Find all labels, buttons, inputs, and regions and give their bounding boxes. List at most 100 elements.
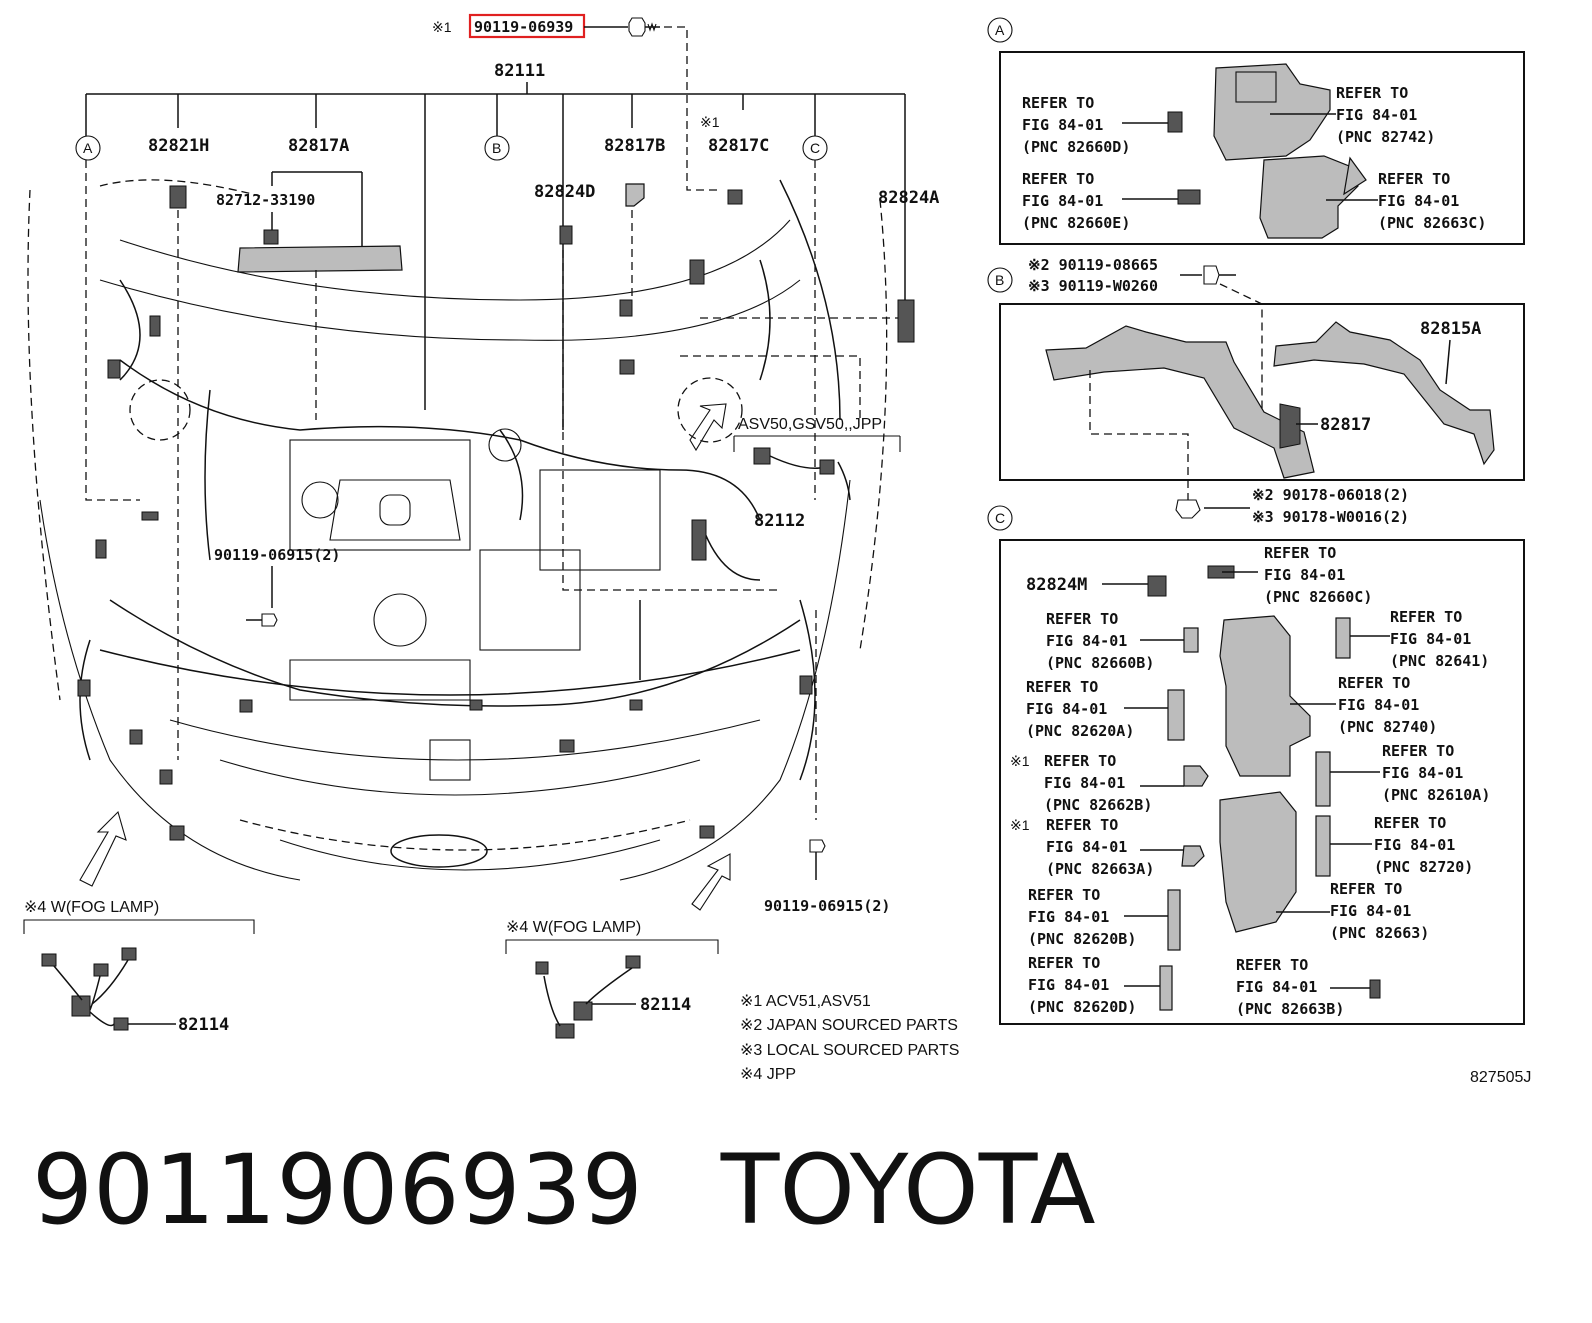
label-82817A[interactable]: 82817A <box>288 136 349 156</box>
svg-text:A: A <box>83 140 93 156</box>
clamp-82817C <box>727 189 743 205</box>
label-82817B[interactable]: 82817B <box>604 136 665 156</box>
svg-text:FIG 84-01: FIG 84-01 <box>1336 106 1417 124</box>
harness-82112 <box>753 447 851 501</box>
mark-82817C: ※1 <box>700 114 720 130</box>
box-c-ref-82610A[interactable]: REFER TO FIG 84-01 (PNC 82610A) <box>1382 742 1490 804</box>
highlight-mark: ※1 <box>432 19 452 35</box>
label-82824M[interactable]: 82824M <box>1026 575 1087 595</box>
protector-82817A <box>237 245 403 273</box>
box-b-bolt-line-2[interactable]: ※3 90119-W0260 <box>1028 277 1158 295</box>
box-c-ref-82660C[interactable]: REFER TO FIG 84-01 (PNC 82660C) <box>1264 544 1372 606</box>
svg-text:REFER TO: REFER TO <box>1046 816 1118 834</box>
box-c-ref-82662B[interactable]: REFER TO FIG 84-01 (PNC 82662B) <box>1044 752 1152 814</box>
box-c-ref-82663B[interactable]: REFER TO FIG 84-01 (PNC 82663B) <box>1236 956 1344 1018</box>
engine-bay-illustration <box>27 160 898 911</box>
svg-text:REFER TO: REFER TO <box>1382 742 1454 760</box>
svg-text:REFER TO: REFER TO <box>1028 954 1100 972</box>
svg-text:(PNC 82610A): (PNC 82610A) <box>1382 786 1490 804</box>
label-82815A[interactable]: 82815A <box>1420 319 1481 339</box>
svg-text:REFER TO: REFER TO <box>1026 678 1098 696</box>
box-c-mark-2: ※1 <box>1010 817 1030 833</box>
svg-text:(PNC 82641): (PNC 82641) <box>1390 652 1489 670</box>
box-b-clip-line-2[interactable]: ※3 90178-W0016(2) <box>1252 508 1409 526</box>
svg-text:C: C <box>810 140 820 156</box>
label-82824A[interactable]: 82824A <box>878 188 939 208</box>
detail-box-a <box>999 51 1525 245</box>
harness-82114-right <box>535 955 641 1039</box>
box-a-ref-4[interactable]: REFER TO FIG 84-01 (PNC 82663C) <box>1378 170 1486 232</box>
harness-label-tree: 82111 <box>85 61 906 430</box>
bolt-icon-right <box>809 839 826 880</box>
label-82114-left[interactable]: 82114 <box>178 1015 229 1035</box>
label-fog-lamp-left: ※4 W(FOG LAMP) <box>24 899 159 916</box>
footer-part-number: 9011906939 <box>32 1134 643 1246</box>
svg-text:REFER TO: REFER TO <box>1044 752 1116 770</box>
svg-text:(PNC 82740): (PNC 82740) <box>1338 718 1437 736</box>
box-b-bolt-line-1[interactable]: ※2 90119-08665 <box>1028 256 1158 274</box>
svg-text:REFER TO: REFER TO <box>1028 886 1100 904</box>
box-c-ref-82620B[interactable]: REFER TO FIG 84-01 (PNC 82620B) <box>1028 886 1136 948</box>
clip-82824D <box>559 225 573 245</box>
box-a-ref-1[interactable]: REFER TO FIG 84-01 (PNC 82660D) <box>1022 94 1130 156</box>
label-asv50: ASV50,GSV50,,JPP <box>738 416 882 433</box>
svg-text:(PNC 82720): (PNC 82720) <box>1374 858 1473 876</box>
highlight-part-number[interactable]: 90119-06939 <box>474 18 573 36</box>
label-82112[interactable]: 82112 <box>754 511 805 531</box>
bolt-icon <box>628 17 660 37</box>
bolt-icon-left <box>246 613 278 627</box>
svg-text:FIG 84-01: FIG 84-01 <box>1022 192 1103 210</box>
label-82114-right[interactable]: 82114 <box>640 995 691 1015</box>
svg-text:REFER TO: REFER TO <box>1264 544 1336 562</box>
svg-text:FIG 84-01: FIG 84-01 <box>1044 774 1125 792</box>
label-90119-06915-left[interactable]: 90119-06915(2) <box>214 546 340 564</box>
svg-text:FIG 84-01: FIG 84-01 <box>1264 566 1345 584</box>
box-a-ref-2[interactable]: REFER TO FIG 84-01 (PNC 82742) <box>1336 84 1435 146</box>
label-82817C[interactable]: 82817C <box>708 136 769 156</box>
svg-text:(PNC 82663): (PNC 82663) <box>1330 924 1429 942</box>
clip-82824A <box>897 299 915 343</box>
svg-text:REFER TO: REFER TO <box>1374 814 1446 832</box>
svg-text:REFER TO: REFER TO <box>1022 94 1094 112</box>
note-1: ※1 ACV51,ASV51 <box>740 993 871 1010</box>
svg-text:A: A <box>995 22 1005 38</box>
note-3: ※3 LOCAL SOURCED PARTS <box>740 1042 959 1059</box>
svg-text:(PNC 82660D): (PNC 82660D) <box>1022 138 1130 156</box>
label-82817[interactable]: 82817 <box>1320 415 1371 435</box>
label-82821H[interactable]: 82821H <box>148 136 209 156</box>
bolt-icon-box-b <box>1203 265 1236 285</box>
circle-marker-a-left: A <box>75 135 101 161</box>
box-c-ref-82660B[interactable]: REFER TO FIG 84-01 (PNC 82660B) <box>1046 610 1154 672</box>
box-b-clip-line-1[interactable]: ※2 90178-06018(2) <box>1252 486 1409 504</box>
label-82712-33190[interactable]: 82712-33190 <box>216 191 315 209</box>
footnotes: ※1 ACV51,ASV51 ※2 JAPAN SOURCED PARTS ※3… <box>740 993 959 1083</box>
svg-text:B: B <box>995 272 1004 288</box>
highlighted-bolt-callout[interactable]: ※1 90119-06939 <box>432 13 722 191</box>
box-c-ref-82620A[interactable]: REFER TO FIG 84-01 (PNC 82620A) <box>1026 678 1134 740</box>
circle-marker-c-right: C <box>987 505 1013 531</box>
clip-icon-box-b <box>1175 499 1201 519</box>
box-c-ref-82663[interactable]: REFER TO FIG 84-01 (PNC 82663) <box>1330 880 1429 942</box>
box-c-ref-82720[interactable]: REFER TO FIG 84-01 (PNC 82720) <box>1374 814 1473 876</box>
svg-text:(PNC 82663A): (PNC 82663A) <box>1046 860 1154 878</box>
box-c-ref-82663A[interactable]: REFER TO FIG 84-01 (PNC 82663A) <box>1046 816 1154 878</box>
box-c-ref-82641[interactable]: REFER TO FIG 84-01 (PNC 82641) <box>1390 608 1489 670</box>
label-90119-06915-right[interactable]: 90119-06915(2) <box>764 897 890 915</box>
svg-text:(PNC 82660C): (PNC 82660C) <box>1264 588 1372 606</box>
harness-82114-left <box>41 947 176 1031</box>
label-82824D[interactable]: 82824D <box>534 182 595 202</box>
svg-text:REFER TO: REFER TO <box>1390 608 1462 626</box>
box-a-ref-3[interactable]: REFER TO FIG 84-01 (PNC 82660E) <box>1022 170 1130 232</box>
svg-text:FIG 84-01: FIG 84-01 <box>1378 192 1459 210</box>
box-c-ref-82620D[interactable]: REFER TO FIG 84-01 (PNC 82620D) <box>1028 954 1136 1016</box>
box-c-parts <box>1147 565 1381 1011</box>
svg-text:(PNC 82663B): (PNC 82663B) <box>1236 1000 1344 1018</box>
svg-text:FIG 84-01: FIG 84-01 <box>1236 978 1317 996</box>
svg-text:(PNC 82620A): (PNC 82620A) <box>1026 722 1134 740</box>
box-c-ref-82740[interactable]: REFER TO FIG 84-01 (PNC 82740) <box>1338 674 1437 736</box>
label-fog-lamp-right: ※4 W(FOG LAMP) <box>506 919 641 936</box>
svg-text:FIG 84-01: FIG 84-01 <box>1026 700 1107 718</box>
svg-text:(PNC 82660E): (PNC 82660E) <box>1022 214 1130 232</box>
